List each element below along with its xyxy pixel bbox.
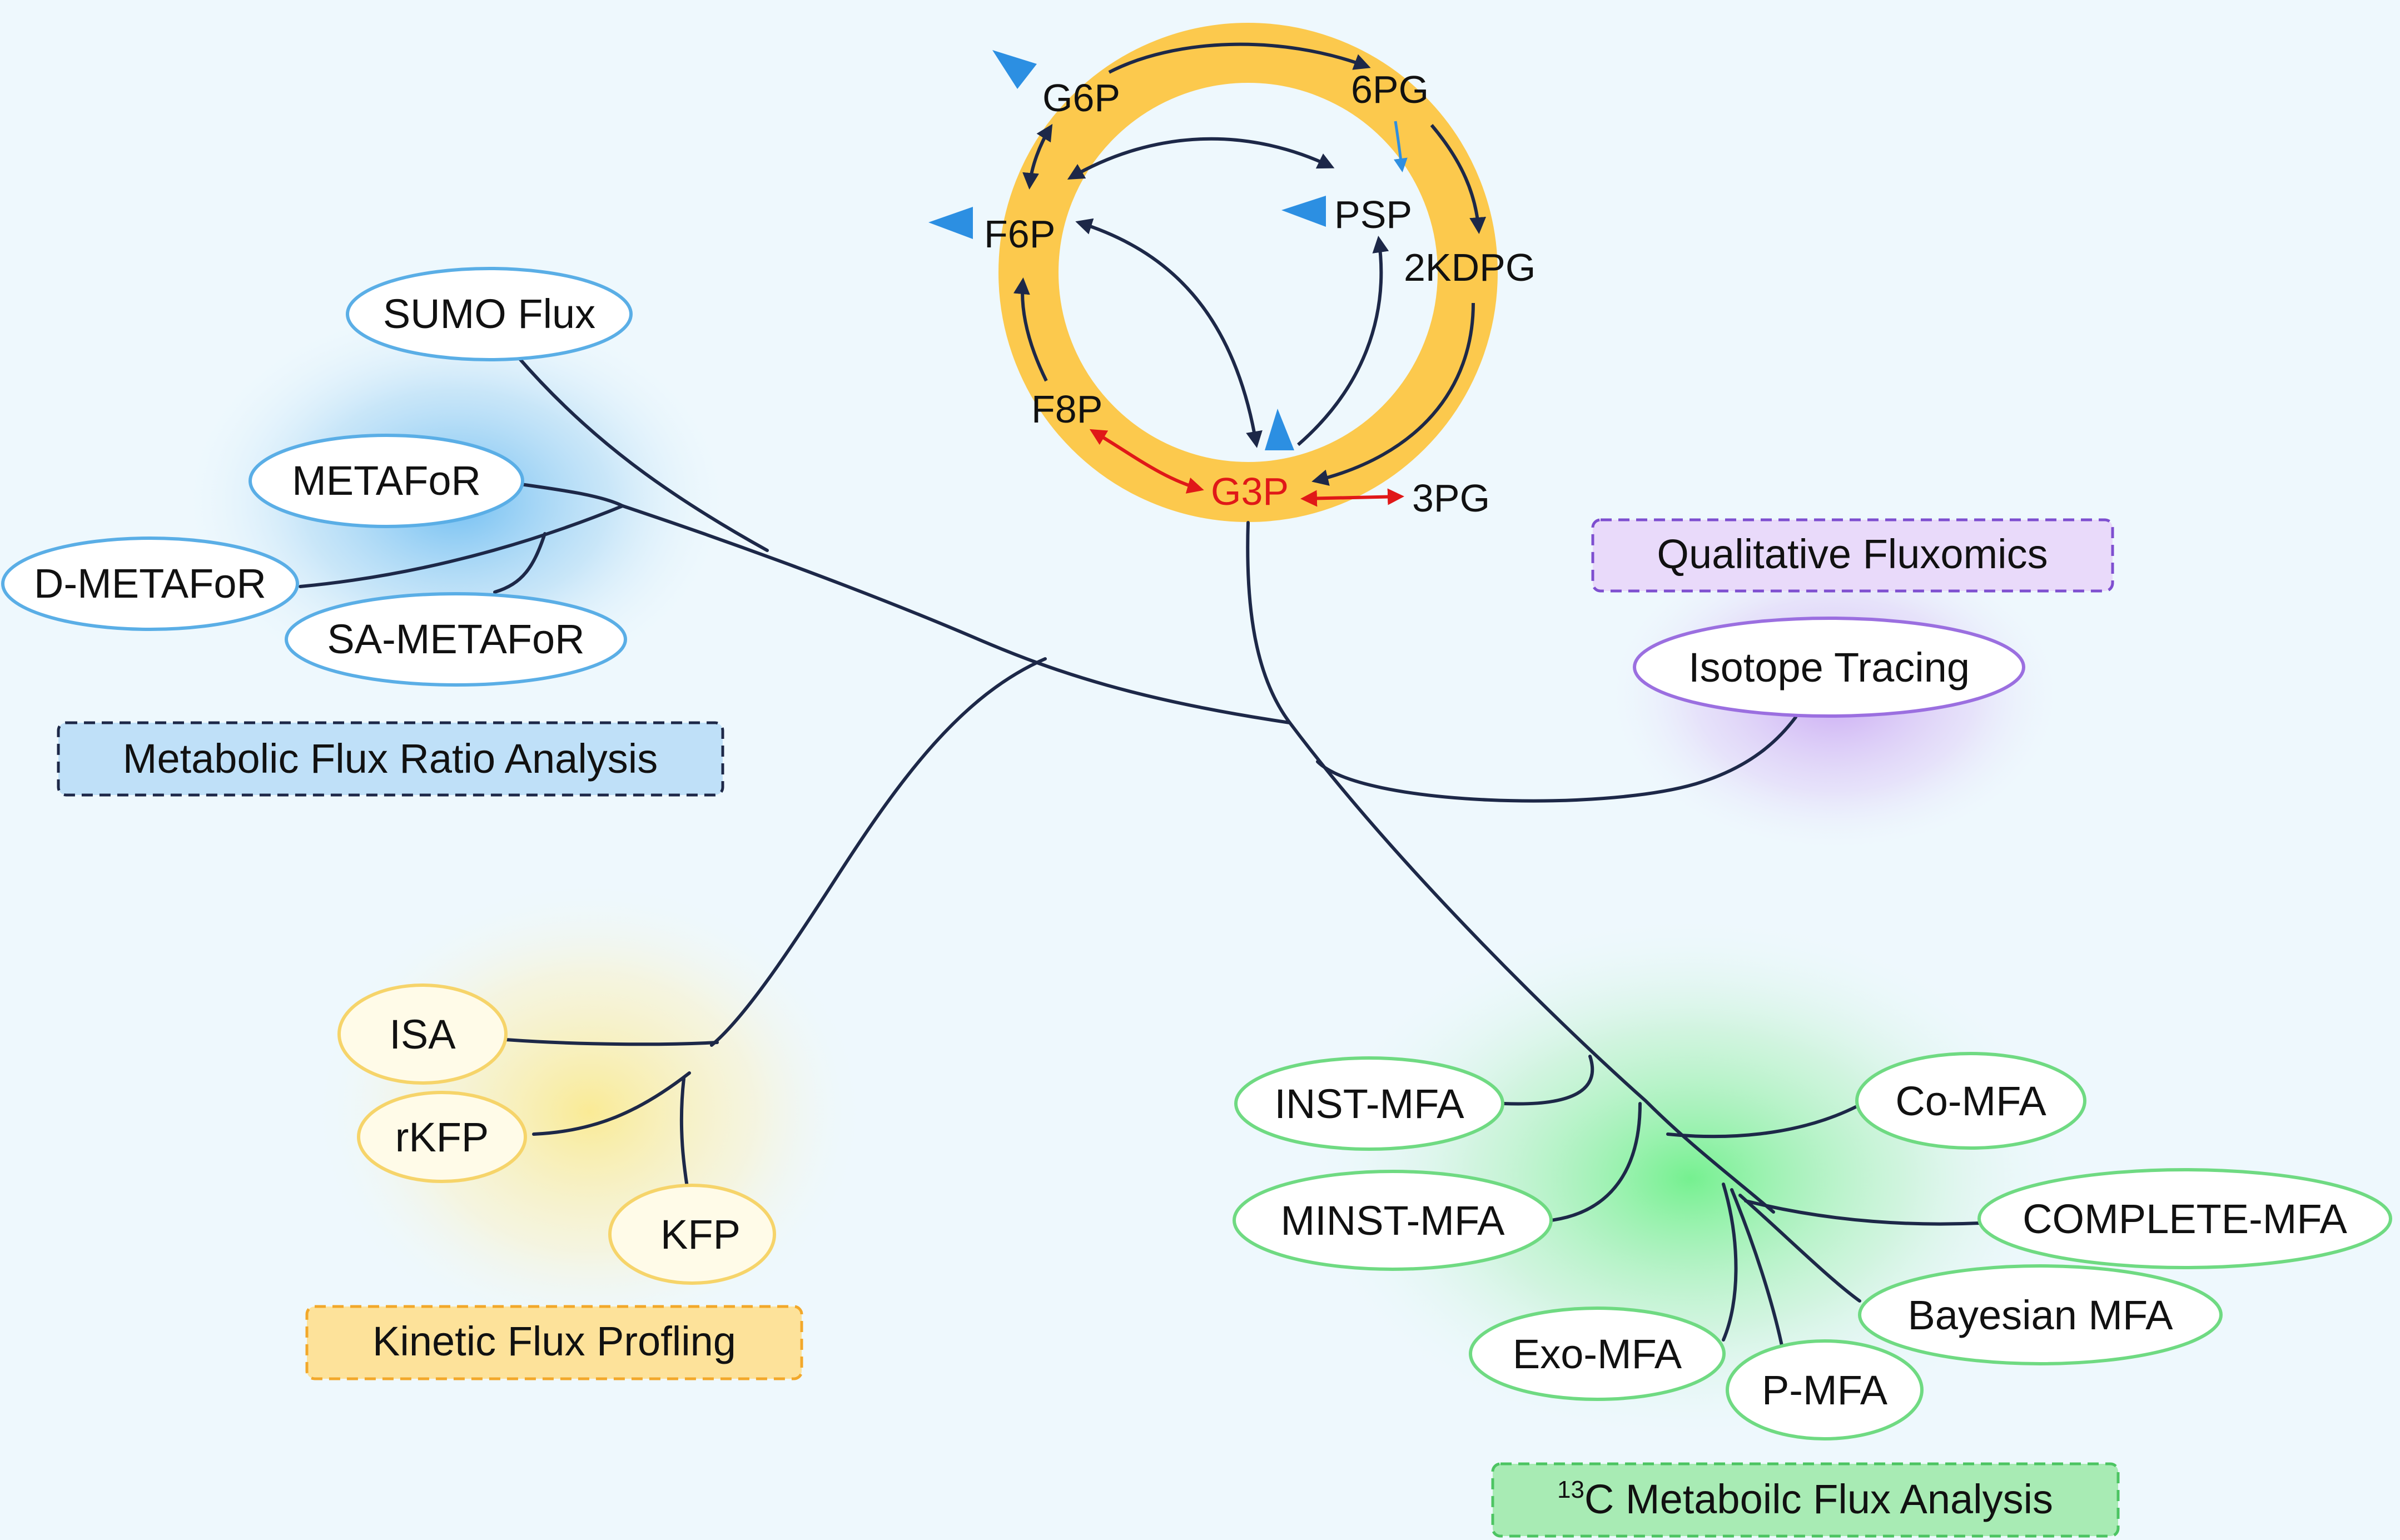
branch-isotope [1316,716,1797,803]
marker-psp-icon [1281,196,1326,227]
arrow-f6p-g3p [1075,218,1263,448]
marker-g3p-icon [1265,409,1294,450]
marker-g6p-icon [992,50,1037,89]
arrow-2kdpg-g3p [1311,302,1475,486]
node-d-metafor-label: D-METAFoR [34,560,266,607]
node-co-mfa[interactable] [1855,1052,2086,1150]
node-isa[interactable] [337,983,508,1085]
category-flux-ratio[interactable] [57,721,724,797]
arrow-g3p-3pg-red [1300,488,1404,507]
category-mfa-text: C Metaboilc Flux Analysis [1584,1476,2053,1522]
metabolite-f8p: F8P [1031,388,1102,431]
category-mfa-superscript: 13 [1557,1476,1584,1503]
arrow-6pg-psp-blue [1393,121,1408,172]
metabolite-f6p: F6P [984,212,1055,256]
node-kfp-label: KFP [660,1211,741,1258]
branch-complete [1744,1199,1981,1226]
node-inst-mfa[interactable] [1234,1056,1504,1151]
branch-trunk-upper [1246,521,1291,724]
branch-sametafor [493,532,546,594]
branch-inst [1502,1055,1594,1106]
node-complete-mfa[interactable] [1977,1168,2392,1269]
node-sa-metafor[interactable] [285,592,627,687]
branch-metafor [515,482,624,508]
category-flux-ratio-label: Metabolic Flux Ratio Analysis [123,736,658,782]
metabolite-g3p: G3P [1211,470,1289,513]
branch-rkfp [532,1071,691,1136]
category-qualitative-label: Qualitative Fluxomics [1657,531,2048,577]
node-exo-mfa[interactable] [1469,1306,1726,1401]
node-bayesian-mfa-label: Bayesian MFA [1907,1292,2173,1338]
node-bayesian-mfa[interactable] [1858,1264,2223,1365]
node-complete-mfa-label: COMPLETE-MFA [2023,1196,2347,1242]
node-isotope-tracing[interactable] [1633,617,2025,718]
branch-minst [1549,1102,1642,1222]
branch-comfa [1666,1105,1859,1139]
marker-flags [928,50,1326,450]
arrow-g6p-6pg [1108,42,1371,74]
node-kfp[interactable] [608,1184,776,1285]
metabolite-labels: G6P 6PG F6P PSP 2KDPG F8P G3P 3PG [984,68,1536,520]
node-isa-label: ISA [389,1011,456,1057]
category-mfa[interactable] [1491,1462,2120,1538]
metabolite-2kdpg: 2KDPG [1404,246,1536,289]
arrow-g3p-psp [1297,236,1389,446]
node-isotope-tracing-label: Isotope Tracing [1688,644,1970,690]
node-sa-metafor-label: SA-METAFoR [327,616,584,662]
branch-dmetafor [299,504,624,588]
node-metafor-label: METAFoR [292,458,481,504]
node-sumo-flux[interactable] [346,267,633,361]
metabolite-3pg: 3PG [1412,476,1490,520]
group-kinetic: ISA rKFP KFP Kinetic Flux Profling [305,983,803,1380]
metabolite-6pg: 6PG [1351,68,1429,111]
branch-isa [504,1038,719,1046]
node-exo-mfa-label: Exo-MFA [1513,1331,1682,1377]
branch-trunk-lower [1288,721,1775,1214]
metabolite-psp: PSP [1334,193,1412,236]
branch-kinetic [710,657,1047,1047]
arrow-f6p-psp [1067,137,1335,180]
node-minst-mfa[interactable] [1233,1170,1553,1271]
node-metafor[interactable] [249,434,524,528]
node-p-mfa-label: P-MFA [1762,1367,1888,1413]
node-sumo-flux-label: SUMO Flux [383,291,595,337]
group-qualitative: Qualitative Fluxomics Isotope Tracing [1591,518,2114,718]
group-flux-ratio: SUMO Flux METAFoR D-METAFoR SA-METAFoR M… [1,267,724,797]
category-mfa-label: 13C Metaboilc Flux Analysis [1557,1476,2053,1522]
node-co-mfa-label: Co-MFA [1895,1078,2046,1124]
arrow-f8p-g3p-red [1089,429,1204,494]
node-d-metafor[interactable] [1,536,299,631]
tree-branches [299,354,1981,1347]
arrow-g6p-f6p [1022,123,1053,190]
cycle-ring [998,23,1498,522]
branch-pmfa [1730,1188,1783,1347]
category-kinetic-label: Kinetic Flux Profling [372,1318,736,1364]
branch-exo [1722,1183,1738,1342]
category-qualitative[interactable] [1591,518,2114,593]
branch-bayesian [1738,1194,1861,1303]
branch-main-left [621,504,1291,724]
node-rkfp-label: rKFP [395,1114,489,1160]
metabolite-g6p: G6P [1042,76,1120,120]
node-rkfp[interactable] [357,1091,527,1183]
node-p-mfa[interactable] [1726,1339,1924,1440]
group-mfa: INST-MFA MINST-MFA Exo-MFA P-MFA Bayesia… [1233,1052,2392,1538]
node-minst-mfa-label: MINST-MFA [1281,1198,1505,1244]
marker-f6p-icon [928,207,973,239]
branch-sumo [515,354,769,552]
cycle-arrows [1013,42,1487,507]
arrow-f8p-f6p [1013,277,1048,382]
arrow-6pg-2kdpg [1430,124,1487,234]
node-inst-mfa-label: INST-MFA [1274,1081,1464,1127]
category-kinetic[interactable] [305,1305,803,1380]
